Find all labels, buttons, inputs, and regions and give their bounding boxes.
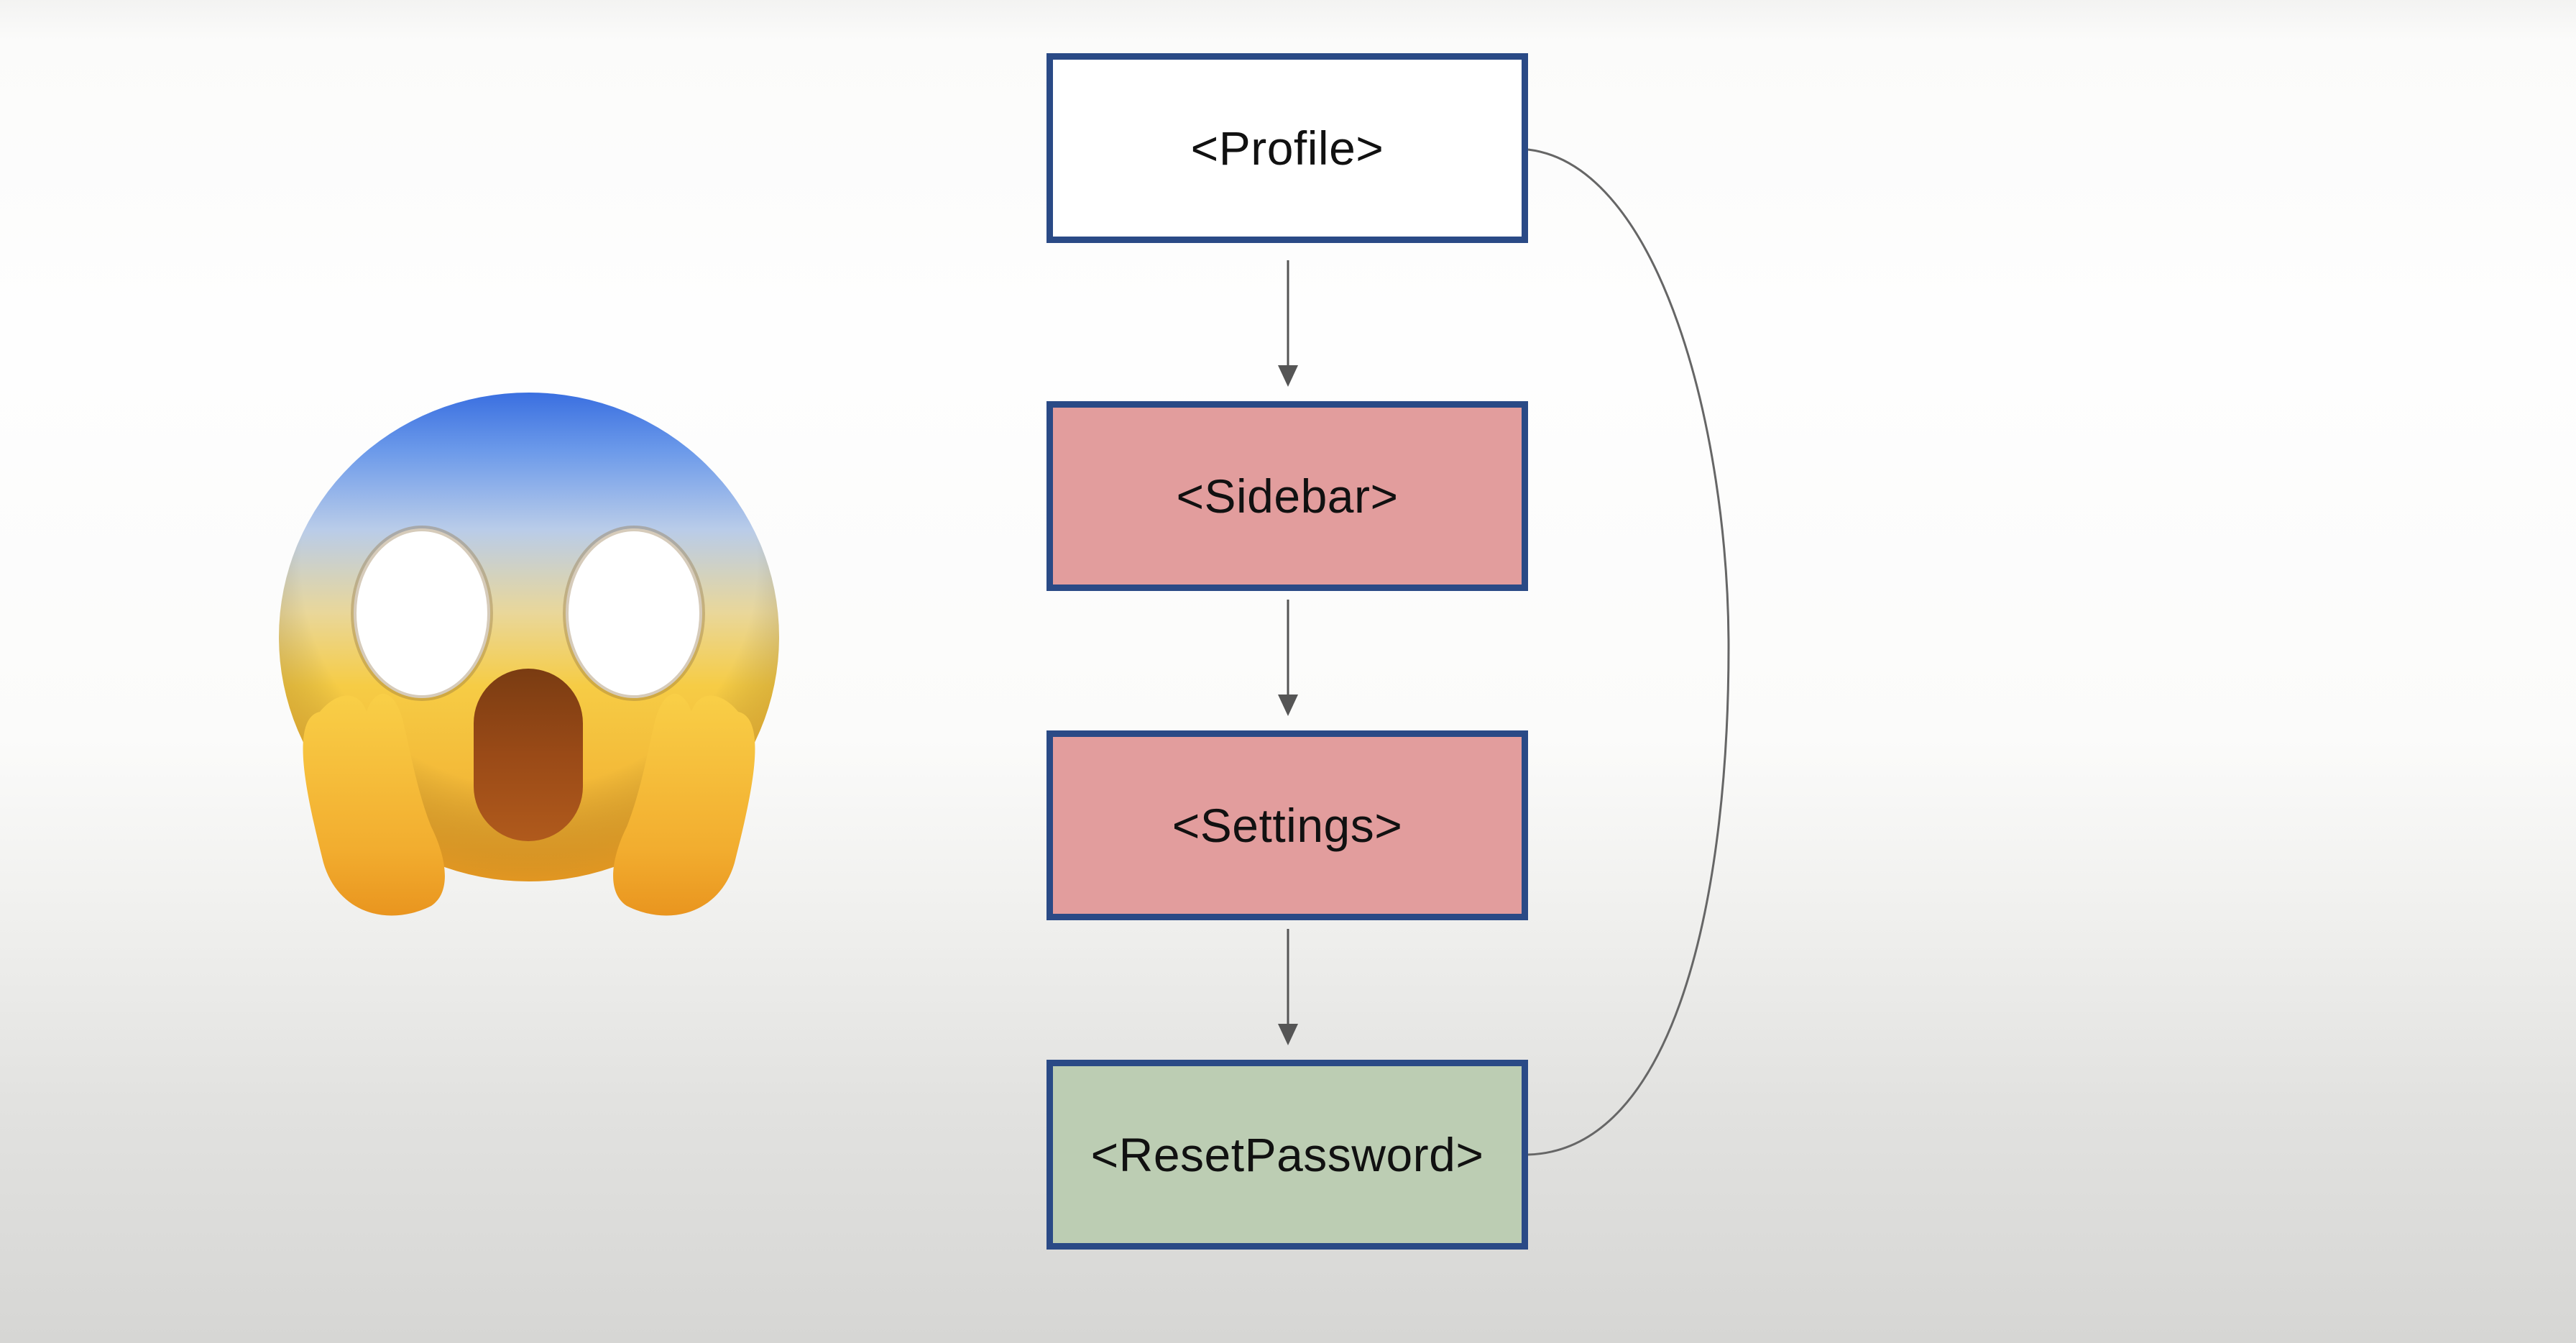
arrow-sidebar-to-settings [1278,600,1298,716]
node-profile: <Profile> [1046,53,1528,243]
node-label: <Sidebar> [1176,469,1399,523]
node-settings: <Settings> [1046,730,1528,920]
node-label: <Settings> [1172,799,1403,852]
curve-profile-to-reset [1527,148,1730,1156]
arrow-settings-to-reset [1278,929,1298,1045]
arrow-profile-to-sidebar [1278,260,1298,387]
node-label: <Profile> [1190,122,1384,175]
node-label: <ResetPassword> [1090,1128,1484,1181]
node-sidebar: <Sidebar> [1046,401,1528,591]
node-reset-password: <ResetPassword> [1046,1060,1528,1250]
